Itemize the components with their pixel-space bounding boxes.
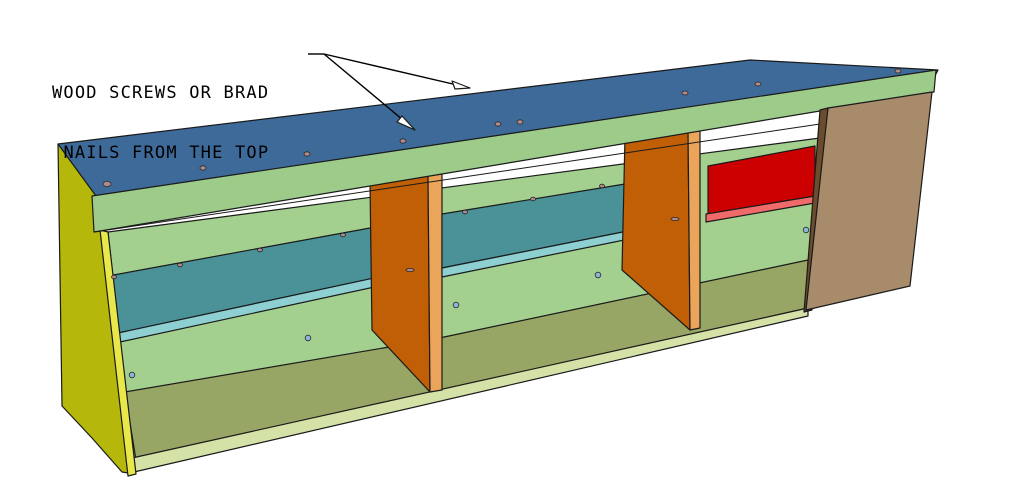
front-top-rail — [91, 69, 937, 233]
shelf-pin-holes — [128, 226, 810, 379]
top-panel — [57, 59, 939, 197]
callout-line-2: NAILS FROM THE TOP — [63, 143, 270, 163]
shelf-screw-holes — [111, 183, 680, 280]
right-divider-front-edge — [687, 127, 701, 331]
callout-arrows — [308, 53, 471, 131]
left-divider-front-edge — [427, 173, 443, 393]
door-panel — [805, 91, 933, 311]
top-screw-holes — [102, 68, 902, 187]
callout-label: WOOD SCREWS OR BRAD NAILS FROM THE TOP — [52, 43, 269, 203]
rail-bottom-line — [93, 123, 821, 233]
callout-line-1: WOOD SCREWS OR BRAD — [52, 83, 270, 103]
left-side-front-edge — [99, 229, 137, 477]
